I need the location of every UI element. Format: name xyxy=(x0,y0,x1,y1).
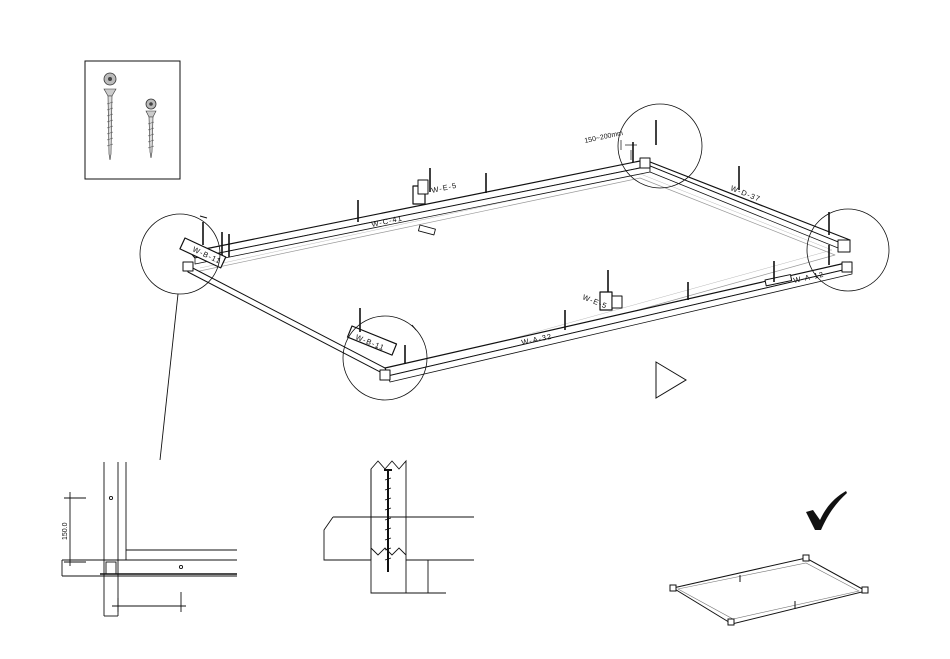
corner-detail xyxy=(62,462,237,616)
screw-section-detail xyxy=(324,461,474,593)
play-triangle-icon xyxy=(656,362,686,398)
screws-inset xyxy=(85,61,180,179)
detail-height-dimension: 150.0 xyxy=(62,522,69,540)
completed-frame-thumbnail xyxy=(670,555,868,625)
checkmark-icon xyxy=(806,491,847,530)
frame-assembly xyxy=(140,104,889,460)
label-w-e-5-top: W-E-5 xyxy=(431,181,458,195)
